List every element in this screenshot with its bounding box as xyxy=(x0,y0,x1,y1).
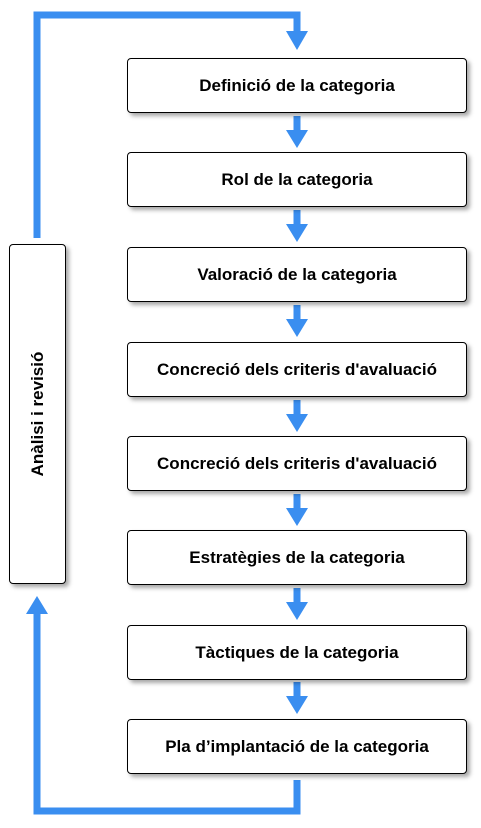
step-arrow-5-6 xyxy=(286,494,308,526)
step-arrow-1-2 xyxy=(286,116,308,148)
step-arrows xyxy=(286,116,308,714)
feedback-loop-top-connector xyxy=(33,11,301,238)
feedback-loop-bottom-arrowhead xyxy=(26,596,48,614)
step-label: Rol de la categoria xyxy=(221,169,373,189)
feedback-loop-bottom-connector xyxy=(33,612,301,815)
step-label: Valoració de la categoria xyxy=(197,264,397,284)
step-arrow-7-8 xyxy=(286,682,308,714)
feedback-loop-top-arrowhead xyxy=(286,31,308,50)
feedback-box: Anàlisi i revisió xyxy=(9,244,66,584)
step-arrow-3-4 xyxy=(286,305,308,337)
feedback-label: Anàlisi i revisió xyxy=(27,351,47,477)
step-pla-implantacio: Pla d’implantació de la categoria xyxy=(127,719,467,774)
step-arrow-2-3 xyxy=(286,210,308,242)
step-label: Tàctiques de la categoria xyxy=(195,642,399,662)
step-concrecio-criteris-1: Concreció dels criteris d'avaluació xyxy=(127,342,467,397)
step-arrow-4-5 xyxy=(286,400,308,432)
step-valoracio: Valoració de la categoria xyxy=(127,247,467,302)
step-estrategies: Estratègies de la categoria xyxy=(127,530,467,585)
step-label: Concreció dels criteris d'avaluació xyxy=(157,453,437,473)
step-label: Definició de la categoria xyxy=(199,75,395,95)
step-tactiques: Tàctiques de la categoria xyxy=(127,625,467,680)
step-arrow-6-7 xyxy=(286,588,308,620)
step-label: Concreció dels criteris d'avaluació xyxy=(157,359,437,379)
step-rol: Rol de la categoria xyxy=(127,152,467,207)
step-concrecio-criteris-2: Concreció dels criteris d'avaluació xyxy=(127,436,467,491)
step-label: Estratègies de la categoria xyxy=(189,547,405,567)
step-definicio: Definició de la categoria xyxy=(127,58,467,113)
step-label: Pla d’implantació de la categoria xyxy=(165,736,429,756)
